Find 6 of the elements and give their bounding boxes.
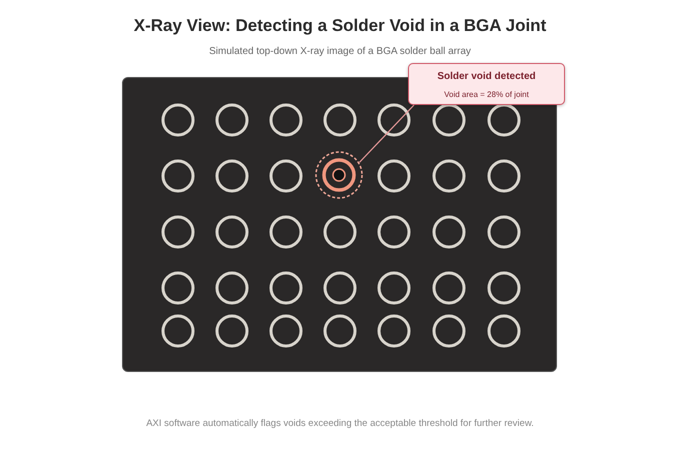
subtitle: Simulated top-down X-ray image of a BGA solder ball array (209, 46, 471, 57)
diagram-title: X-Ray View: Detecting a Solder Void in a BGA Joint (134, 16, 546, 35)
callout-text: Void area = 28% of joint (444, 90, 529, 99)
caption: AXI software automatically flags voids exceeding the acceptable threshold for further review. (146, 418, 534, 429)
callout-box (408, 63, 565, 105)
callout-heading: Solder void detected (437, 71, 536, 82)
